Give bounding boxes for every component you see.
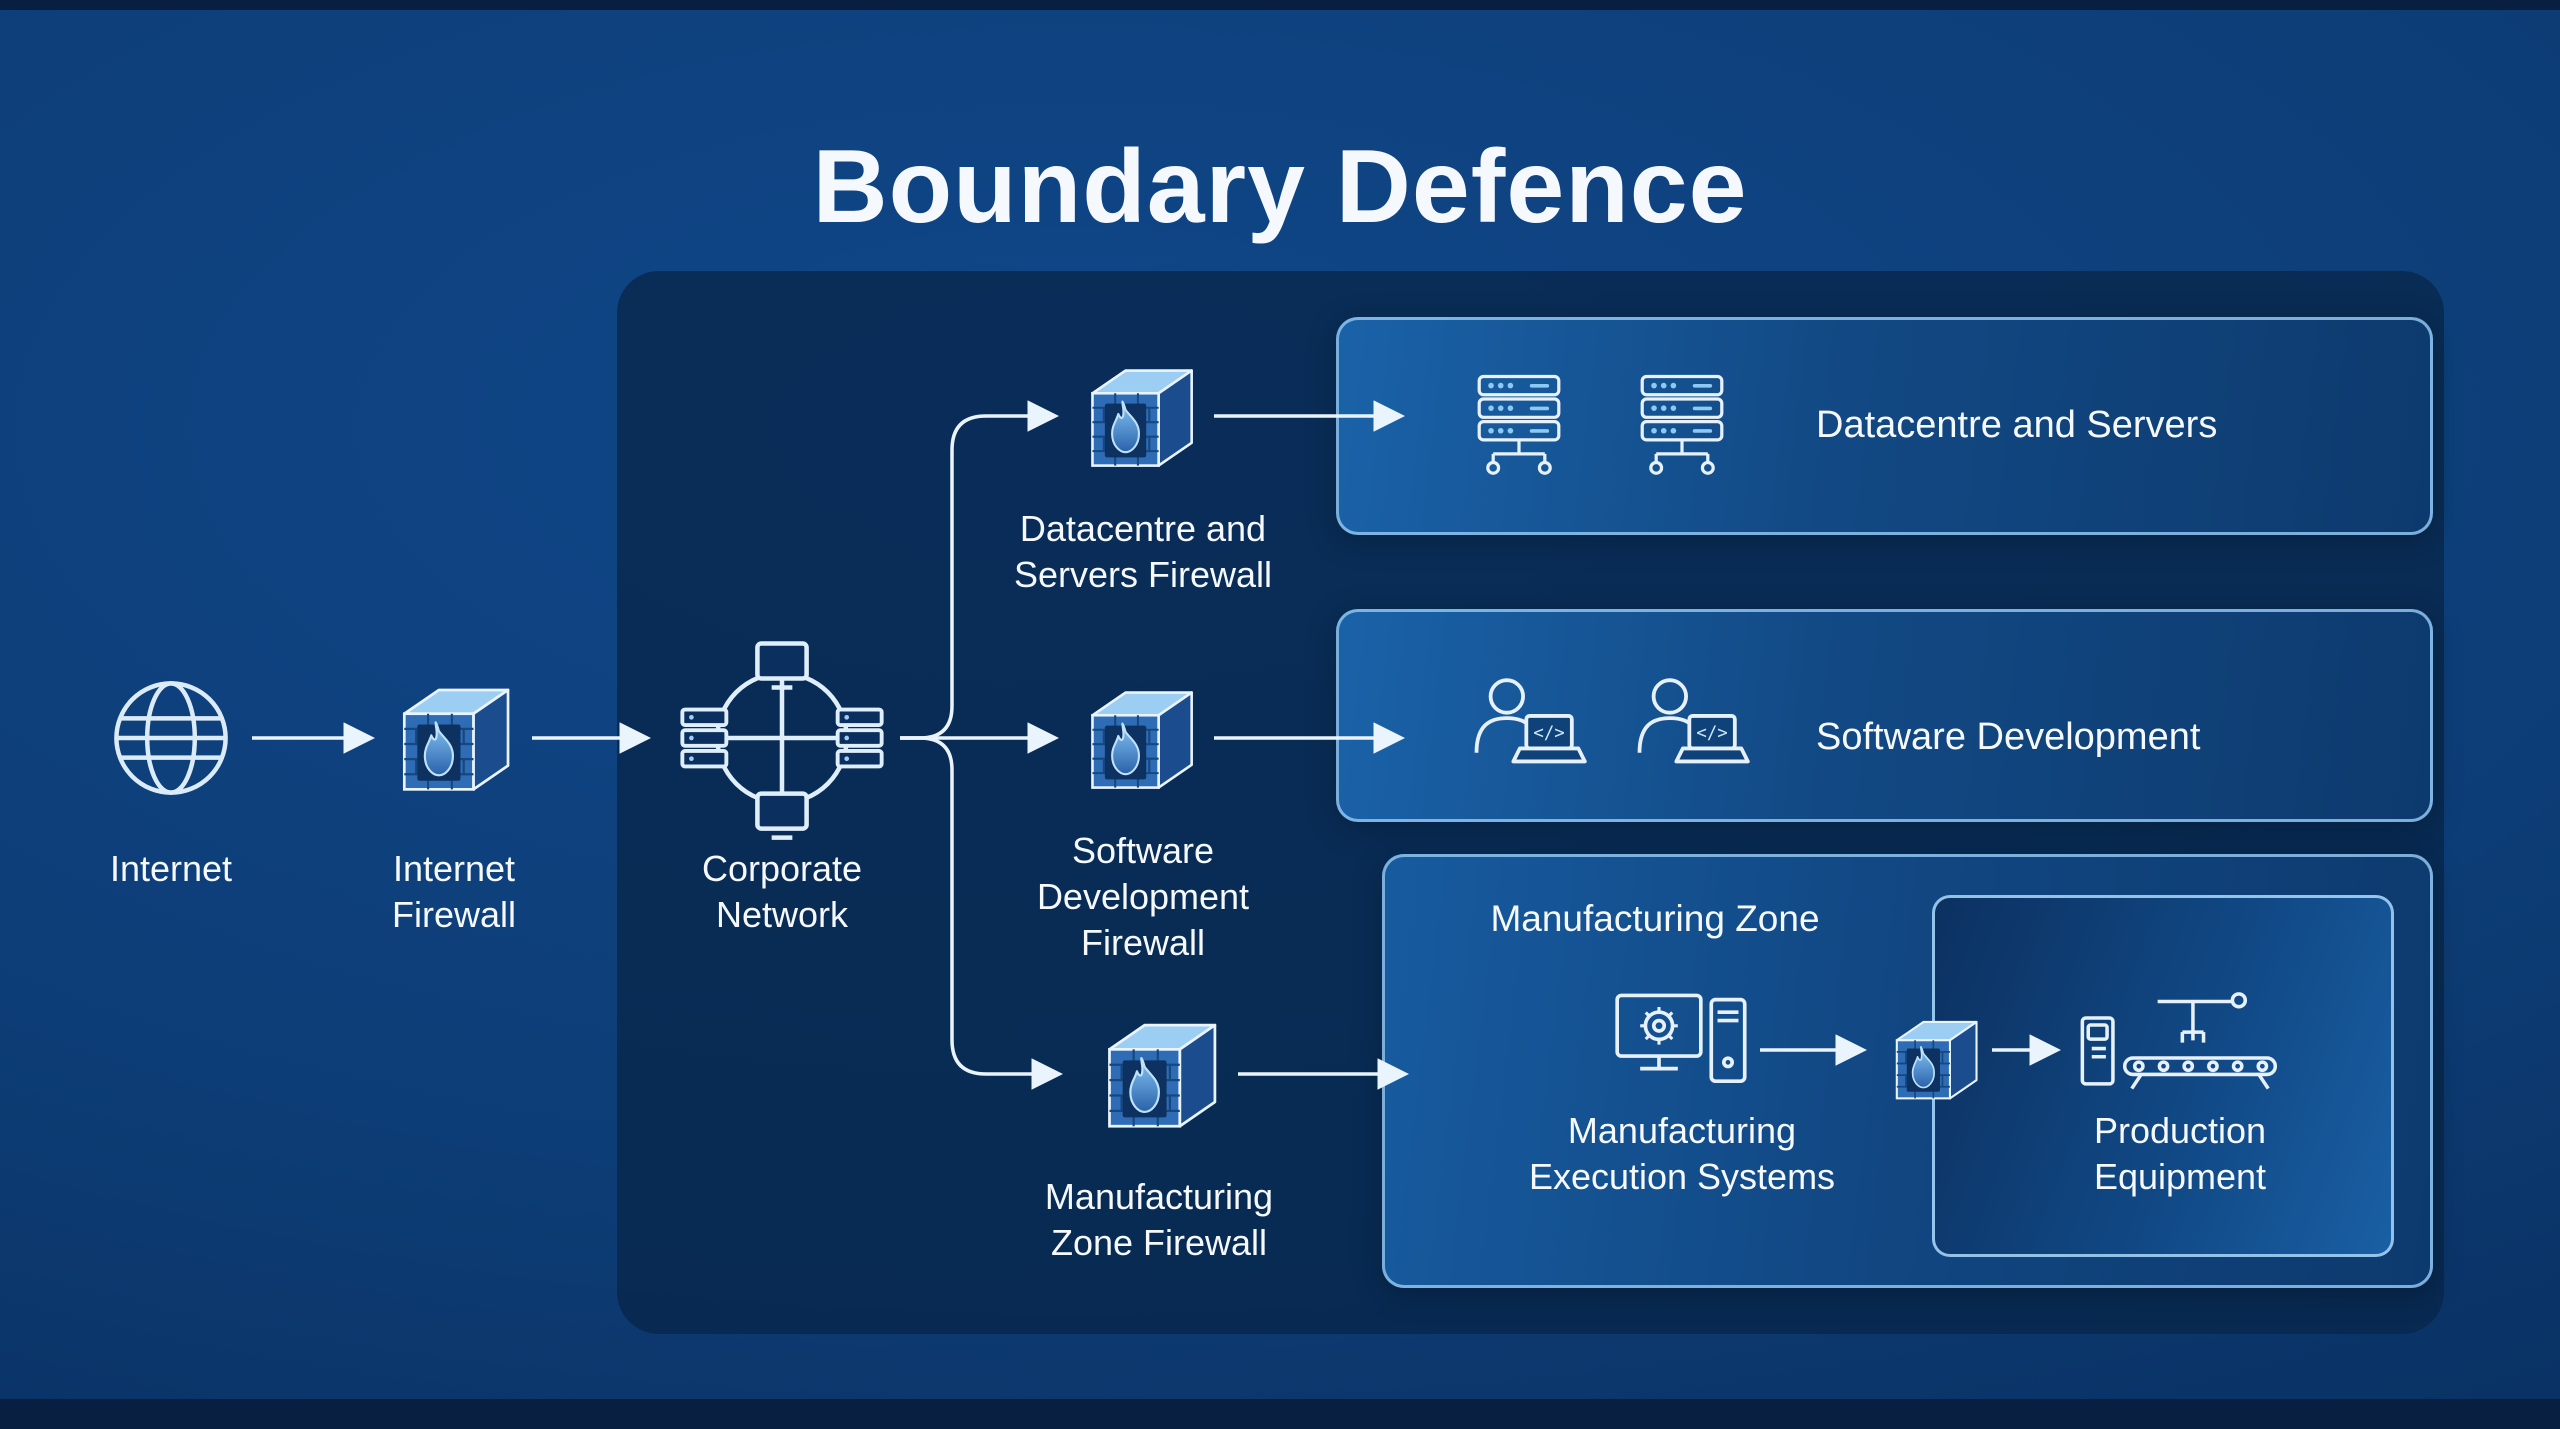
- production-firewall-icon: [1885, 1012, 1985, 1105]
- manufacturing-firewall-icon: [1094, 1012, 1226, 1135]
- zone-software-panel: [1336, 609, 2433, 822]
- page-title: Boundary Defence: [812, 128, 1748, 245]
- corporate-network-label: Corporate Network: [701, 848, 863, 935]
- internet-globe-icon: [101, 668, 241, 808]
- datacentre-zone-title: Datacentre and Servers: [1816, 404, 2218, 446]
- manufacturing-zone-title: Manufacturing Zone: [1490, 898, 1820, 939]
- server-rack-icon: [1628, 370, 1736, 484]
- internet-firewall-label: Internet Firewall: [391, 848, 517, 935]
- software-firewall-label: Software Development Firewall: [1036, 830, 1250, 963]
- software-zone-title: Software Development: [1816, 716, 2201, 758]
- production-equipment-icon: [2080, 992, 2280, 1091]
- corporate-network-icon: [672, 628, 892, 848]
- software-firewall-icon: [1078, 680, 1202, 796]
- internet-label: Internet: [109, 848, 233, 889]
- production-equipment-label: Production Equipment: [2093, 1110, 2267, 1197]
- internet-firewall-icon: [389, 677, 519, 798]
- manufacturing-firewall-label: Manufacturing Zone Firewall: [1044, 1176, 1274, 1263]
- server-rack-icon: [1465, 370, 1573, 484]
- developer-icon: [1457, 666, 1587, 781]
- top-border-bar: [0, 0, 2560, 10]
- developer-icon: [1620, 666, 1750, 781]
- datacentre-firewall-icon: [1078, 358, 1202, 474]
- zone-datacentre-panel: [1336, 317, 2433, 535]
- mes-icon: [1613, 987, 1751, 1098]
- mes-label: Manufacturing Execution Systems: [1528, 1110, 1836, 1197]
- datacentre-firewall-label: Datacentre and Servers Firewall: [1013, 508, 1273, 595]
- bottom-border-bar: [0, 1399, 2560, 1429]
